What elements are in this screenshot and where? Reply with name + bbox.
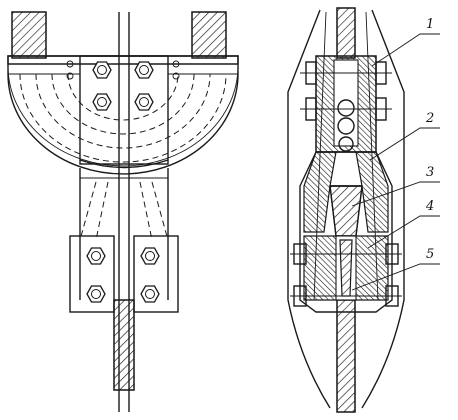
callout-3: 3 (426, 165, 434, 180)
nut-icon (86, 247, 106, 265)
wedge-housing (290, 151, 402, 313)
nut-icon (140, 247, 160, 265)
callout-2: 2 (425, 111, 434, 126)
nut-icon (92, 93, 112, 111)
saddle-drum (7, 55, 239, 175)
upper-clamp-block (300, 55, 392, 153)
lower-clamp (69, 235, 179, 313)
nut-icon (86, 285, 106, 303)
rope-section (336, 7, 356, 413)
section-view: 1 2 3 4 5 (287, 7, 440, 413)
callout-labels: 1 2 3 4 5 (425, 17, 434, 262)
front-view (7, 11, 239, 412)
nut-icon (134, 93, 154, 111)
nut-icon (92, 61, 112, 79)
rope-bundle-right (191, 11, 227, 59)
nut-icon (140, 285, 160, 303)
rope-bundle-left (11, 11, 47, 59)
nut-icon (134, 61, 154, 79)
callout-5: 5 (426, 247, 434, 262)
upper-bolt-group (66, 60, 180, 111)
callout-4: 4 (425, 199, 434, 214)
rope-vertical (113, 12, 135, 412)
callout-1: 1 (426, 17, 434, 32)
suspension-plate (79, 55, 169, 300)
callout-leaders (351, 33, 440, 291)
